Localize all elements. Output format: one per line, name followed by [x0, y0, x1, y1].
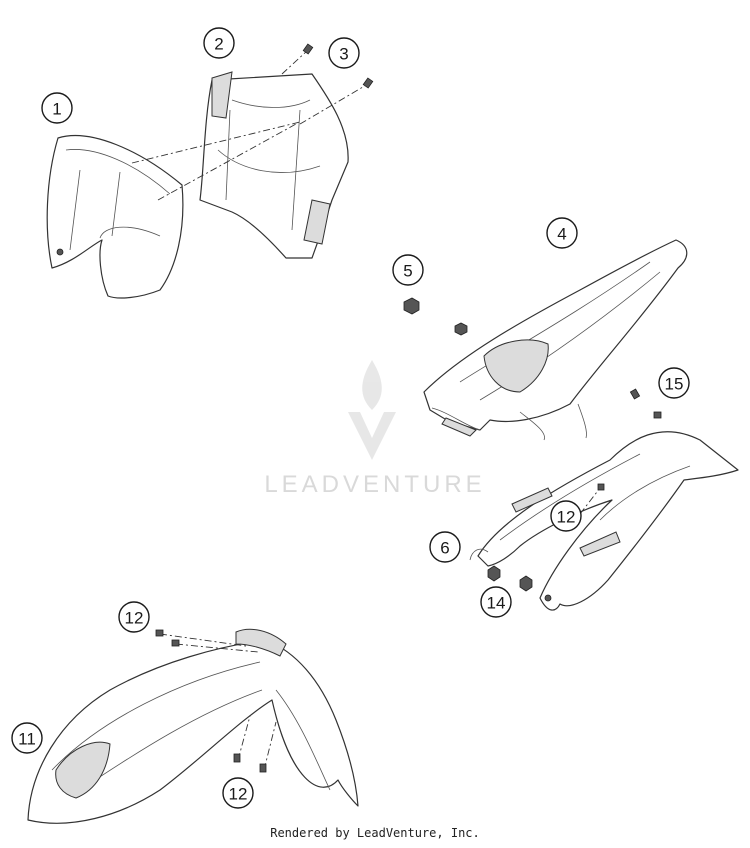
subframe-screws: [629, 388, 662, 419]
headlight-mask: [46, 134, 184, 299]
mask-screws: [131, 43, 374, 201]
svg-text:12: 12: [557, 508, 576, 527]
headlight-housing: [199, 71, 349, 259]
svg-text:12: 12: [229, 785, 248, 804]
callout-12-top: 12: [118, 601, 150, 633]
callout-6: 6: [429, 531, 461, 563]
rear-fender: [469, 431, 739, 611]
fender-screws: [155, 483, 605, 773]
callout-4: 4: [546, 217, 578, 249]
footer-credit: Rendered by LeadVenture, Inc.: [270, 826, 480, 840]
svg-text:11: 11: [18, 730, 36, 749]
front-fender: [27, 628, 359, 824]
seat-nuts: [403, 297, 468, 336]
svg-text:2: 2: [214, 35, 223, 54]
callout-5: 5: [392, 254, 424, 286]
callout-11: 11: [11, 722, 43, 754]
svg-text:3: 3: [339, 45, 348, 64]
svg-text:15: 15: [665, 375, 684, 394]
seat: [423, 239, 688, 441]
watermark-logo: [348, 360, 396, 460]
svg-text:14: 14: [487, 594, 506, 613]
fender-nuts: [487, 565, 533, 592]
callout-14: 14: [480, 586, 512, 618]
svg-text:6: 6: [440, 539, 449, 558]
callout-12-rear: 12: [550, 500, 582, 532]
svg-text:4: 4: [557, 225, 566, 244]
callout-12-bottom: 12: [222, 777, 254, 809]
watermark-text: LEADVENTURE: [264, 471, 485, 498]
callout-1: 1: [41, 92, 73, 124]
svg-text:1: 1: [52, 100, 61, 119]
callout-15: 15: [658, 367, 690, 399]
svg-text:5: 5: [403, 262, 412, 281]
callout-2: 2: [203, 27, 235, 59]
svg-text:12: 12: [125, 609, 144, 628]
callout-3: 3: [328, 37, 360, 69]
